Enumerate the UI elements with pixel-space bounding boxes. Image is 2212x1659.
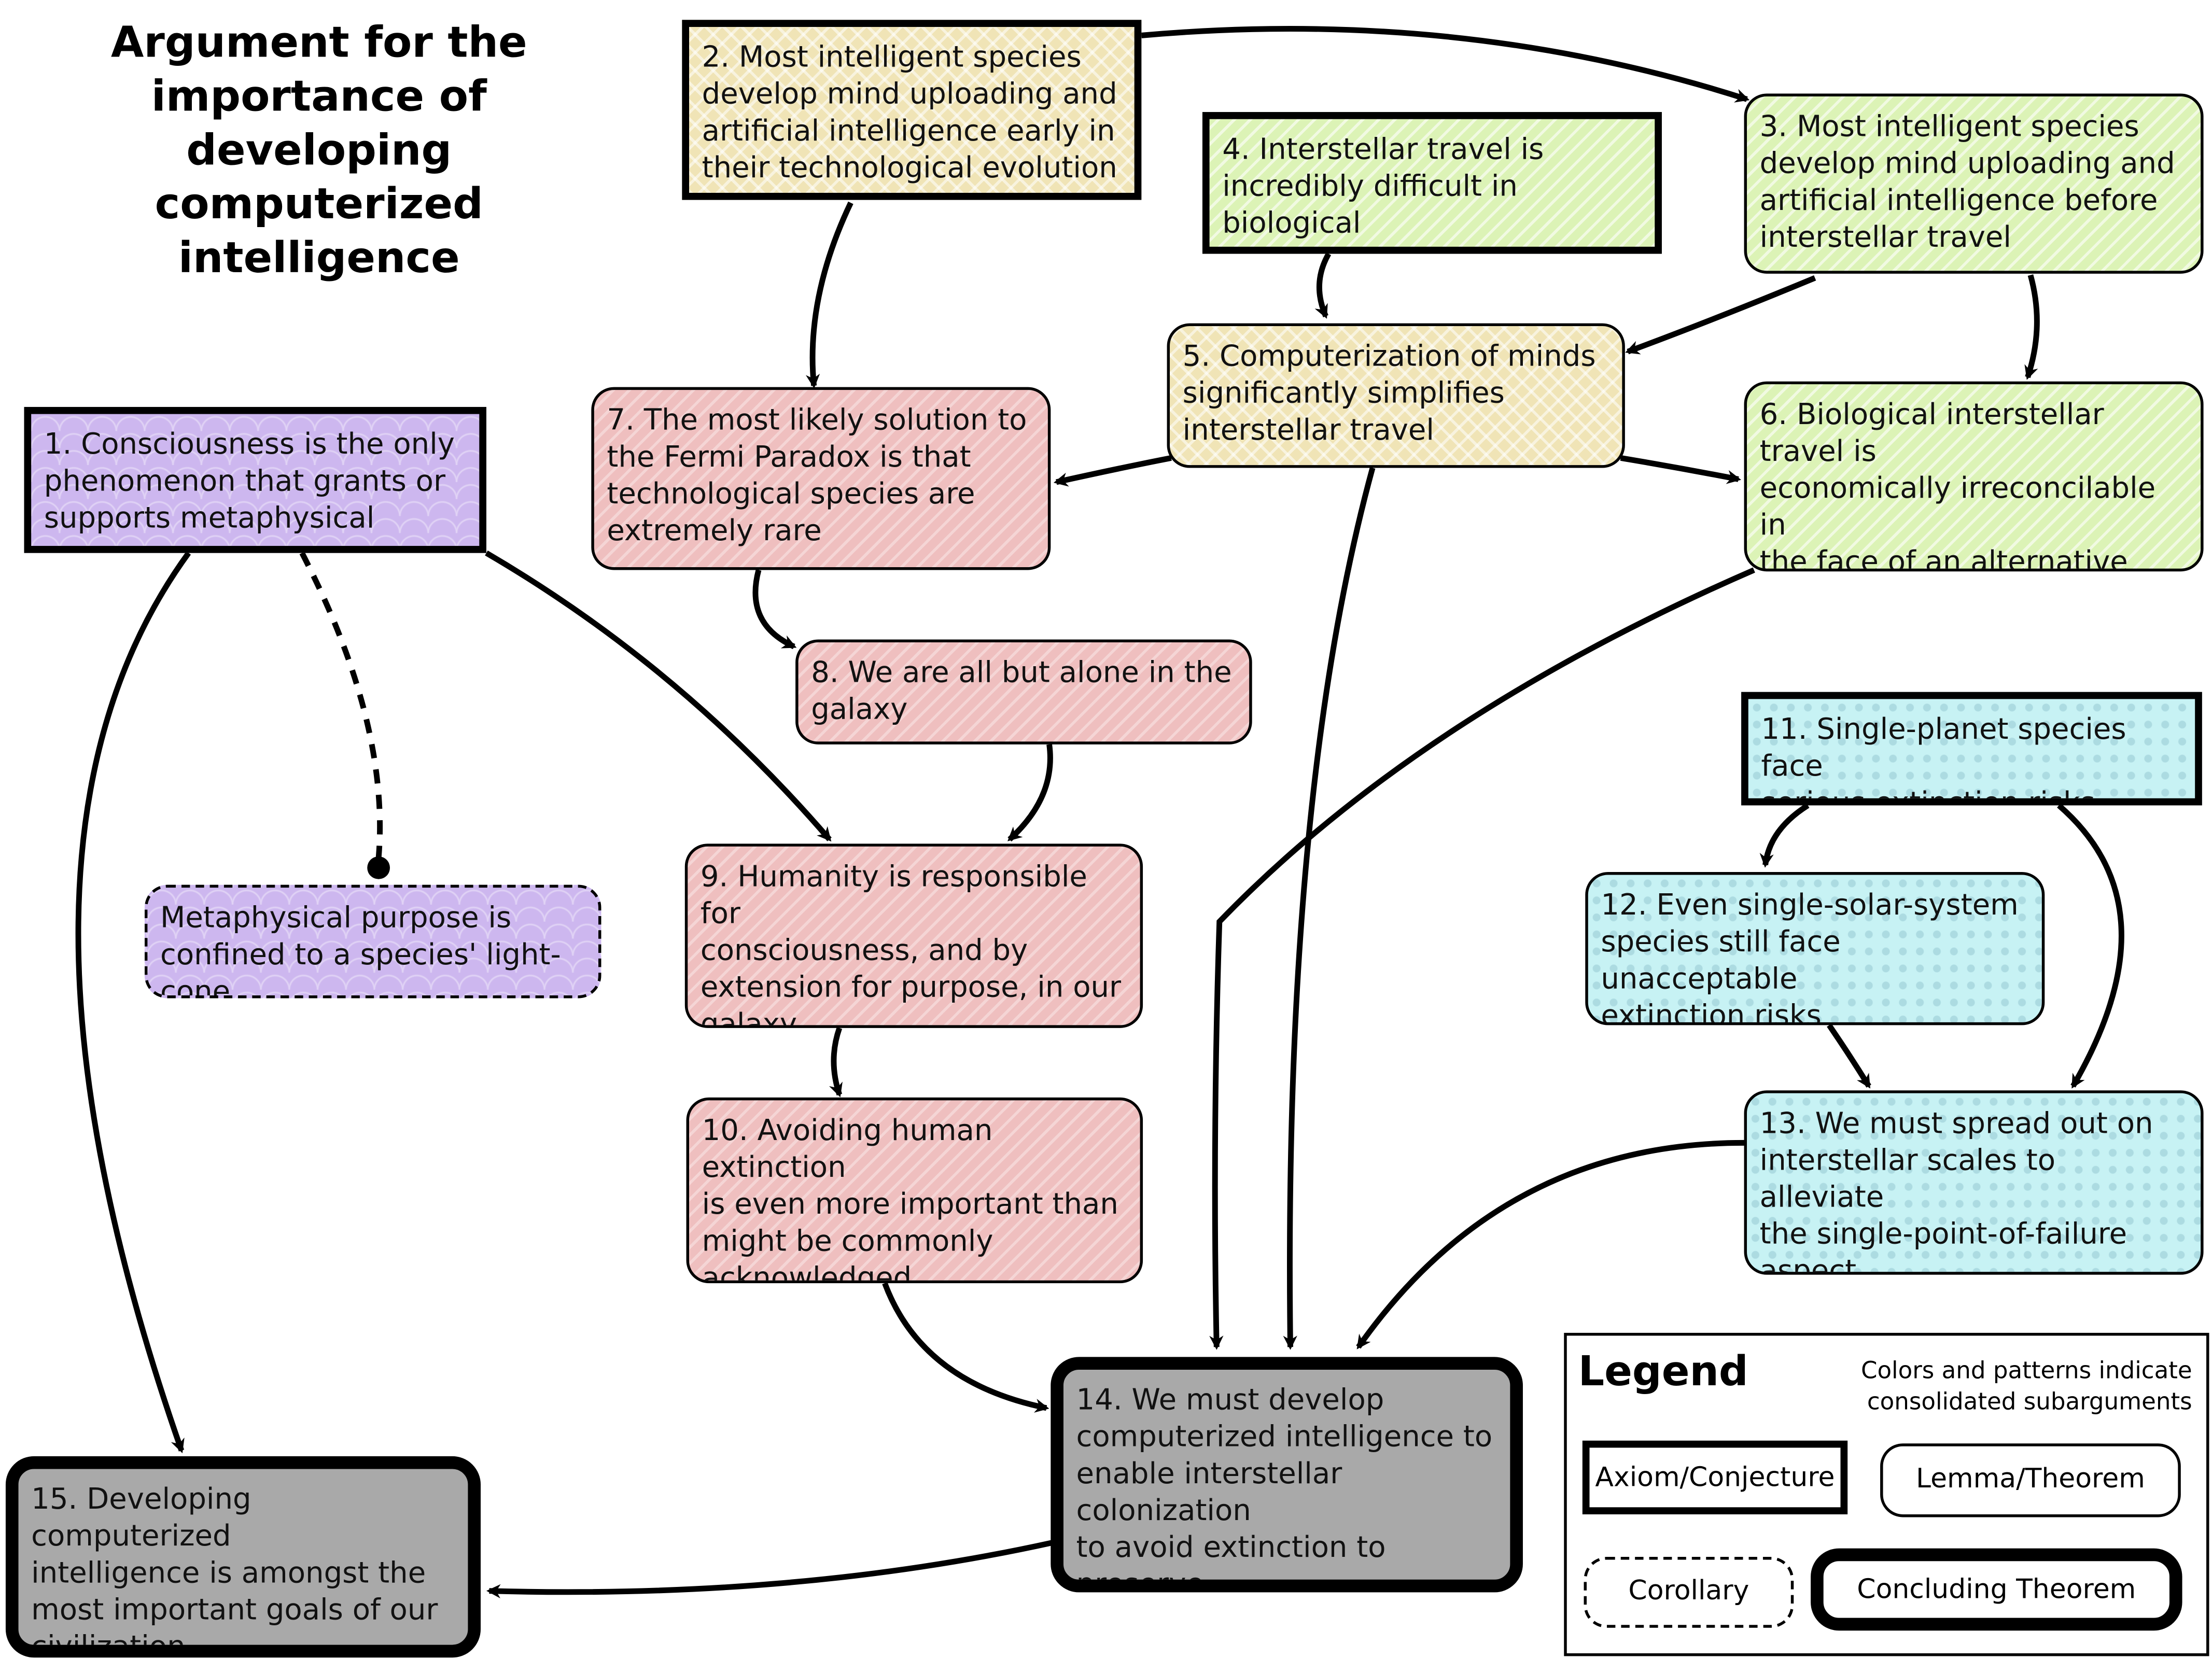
node-7: 7. The most likely solution to the Fermi… — [591, 387, 1051, 570]
node-13: 13. We must spread out on interstellar s… — [1744, 1090, 2204, 1275]
edge-1-to-15 — [75, 551, 191, 1454]
edge-3-to-6 — [2024, 274, 2040, 380]
node-6: 6. Biological interstellar travel is eco… — [1744, 381, 2204, 572]
node-15: 15. Developing computerized intelligence… — [5, 1456, 481, 1658]
edge-12-to-13 — [1827, 1023, 1871, 1089]
edge-11-to-12 — [1759, 803, 1810, 868]
edge-10-to-14 — [882, 1282, 1049, 1413]
edge-5-to-6 — [1620, 455, 1741, 484]
edge-2-to-3 — [1141, 26, 1750, 103]
node-9: 9. Humanity is responsible for conscious… — [684, 843, 1143, 1028]
legend-concluding: Concluding Theorem — [1811, 1548, 2182, 1631]
legend-title: Legend — [1578, 1347, 1748, 1396]
diagram-title: Argument for the importance of developin… — [110, 18, 527, 284]
edge-2-to-7 — [805, 201, 853, 389]
edge-1-to-corollary — [299, 552, 383, 859]
edge-13-to-14 — [1356, 1140, 1747, 1349]
corollary-anchor-dot — [367, 856, 390, 879]
edge-5-to-7 — [1053, 455, 1172, 487]
legend: Legend Colors and patterns indicate cons… — [1564, 1332, 2209, 1656]
node-11: 11. Single-planet species face serious e… — [1741, 692, 2202, 806]
node-8: 8. We are all but alone in the galaxy — [795, 639, 1252, 744]
edge-11-to-13 — [2057, 803, 2124, 1089]
node-2: 2. Most intelligent species develop mind… — [682, 20, 1142, 200]
node-4: 4. Interstellar travel is incredibly dif… — [1202, 112, 1662, 254]
legend-corollary: Corollary — [1584, 1557, 1794, 1628]
node-3: 3. Most intelligent species develop mind… — [1744, 93, 2204, 274]
edge-7-to-8 — [752, 569, 797, 650]
edge-6-to-14 — [1209, 567, 1755, 1350]
legend-axiom: Axiom/Conjecture — [1582, 1440, 1848, 1514]
node-corollary: Metaphysical purpose is confined to a sp… — [144, 884, 601, 999]
edge-8-to-9 — [1007, 744, 1053, 842]
node-14: 14. We must develop computerized intelli… — [1051, 1357, 1523, 1593]
edge-1-to-9 — [485, 550, 832, 842]
edge-9-to-10 — [829, 1027, 843, 1098]
node-5: 5. Computerization of minds significantl… — [1167, 323, 1625, 468]
node-10: 10. Avoiding human extinction is even mo… — [686, 1097, 1143, 1284]
edge-14-to-15 — [486, 1540, 1053, 1598]
edge-5-to-14 — [1283, 467, 1376, 1350]
node-12: 12. Even single-solar-system species sti… — [1585, 872, 2045, 1025]
legend-note: Colors and patterns indicate consolidate… — [1860, 1357, 2192, 1415]
legend-lemma: Lemma/Theorem — [1880, 1443, 2181, 1517]
node-1: 1. Consciousness is the only phenomenon … — [24, 406, 486, 553]
edge-4-to-5 — [1314, 252, 1332, 319]
edge-3-to-5 — [1625, 275, 1816, 355]
